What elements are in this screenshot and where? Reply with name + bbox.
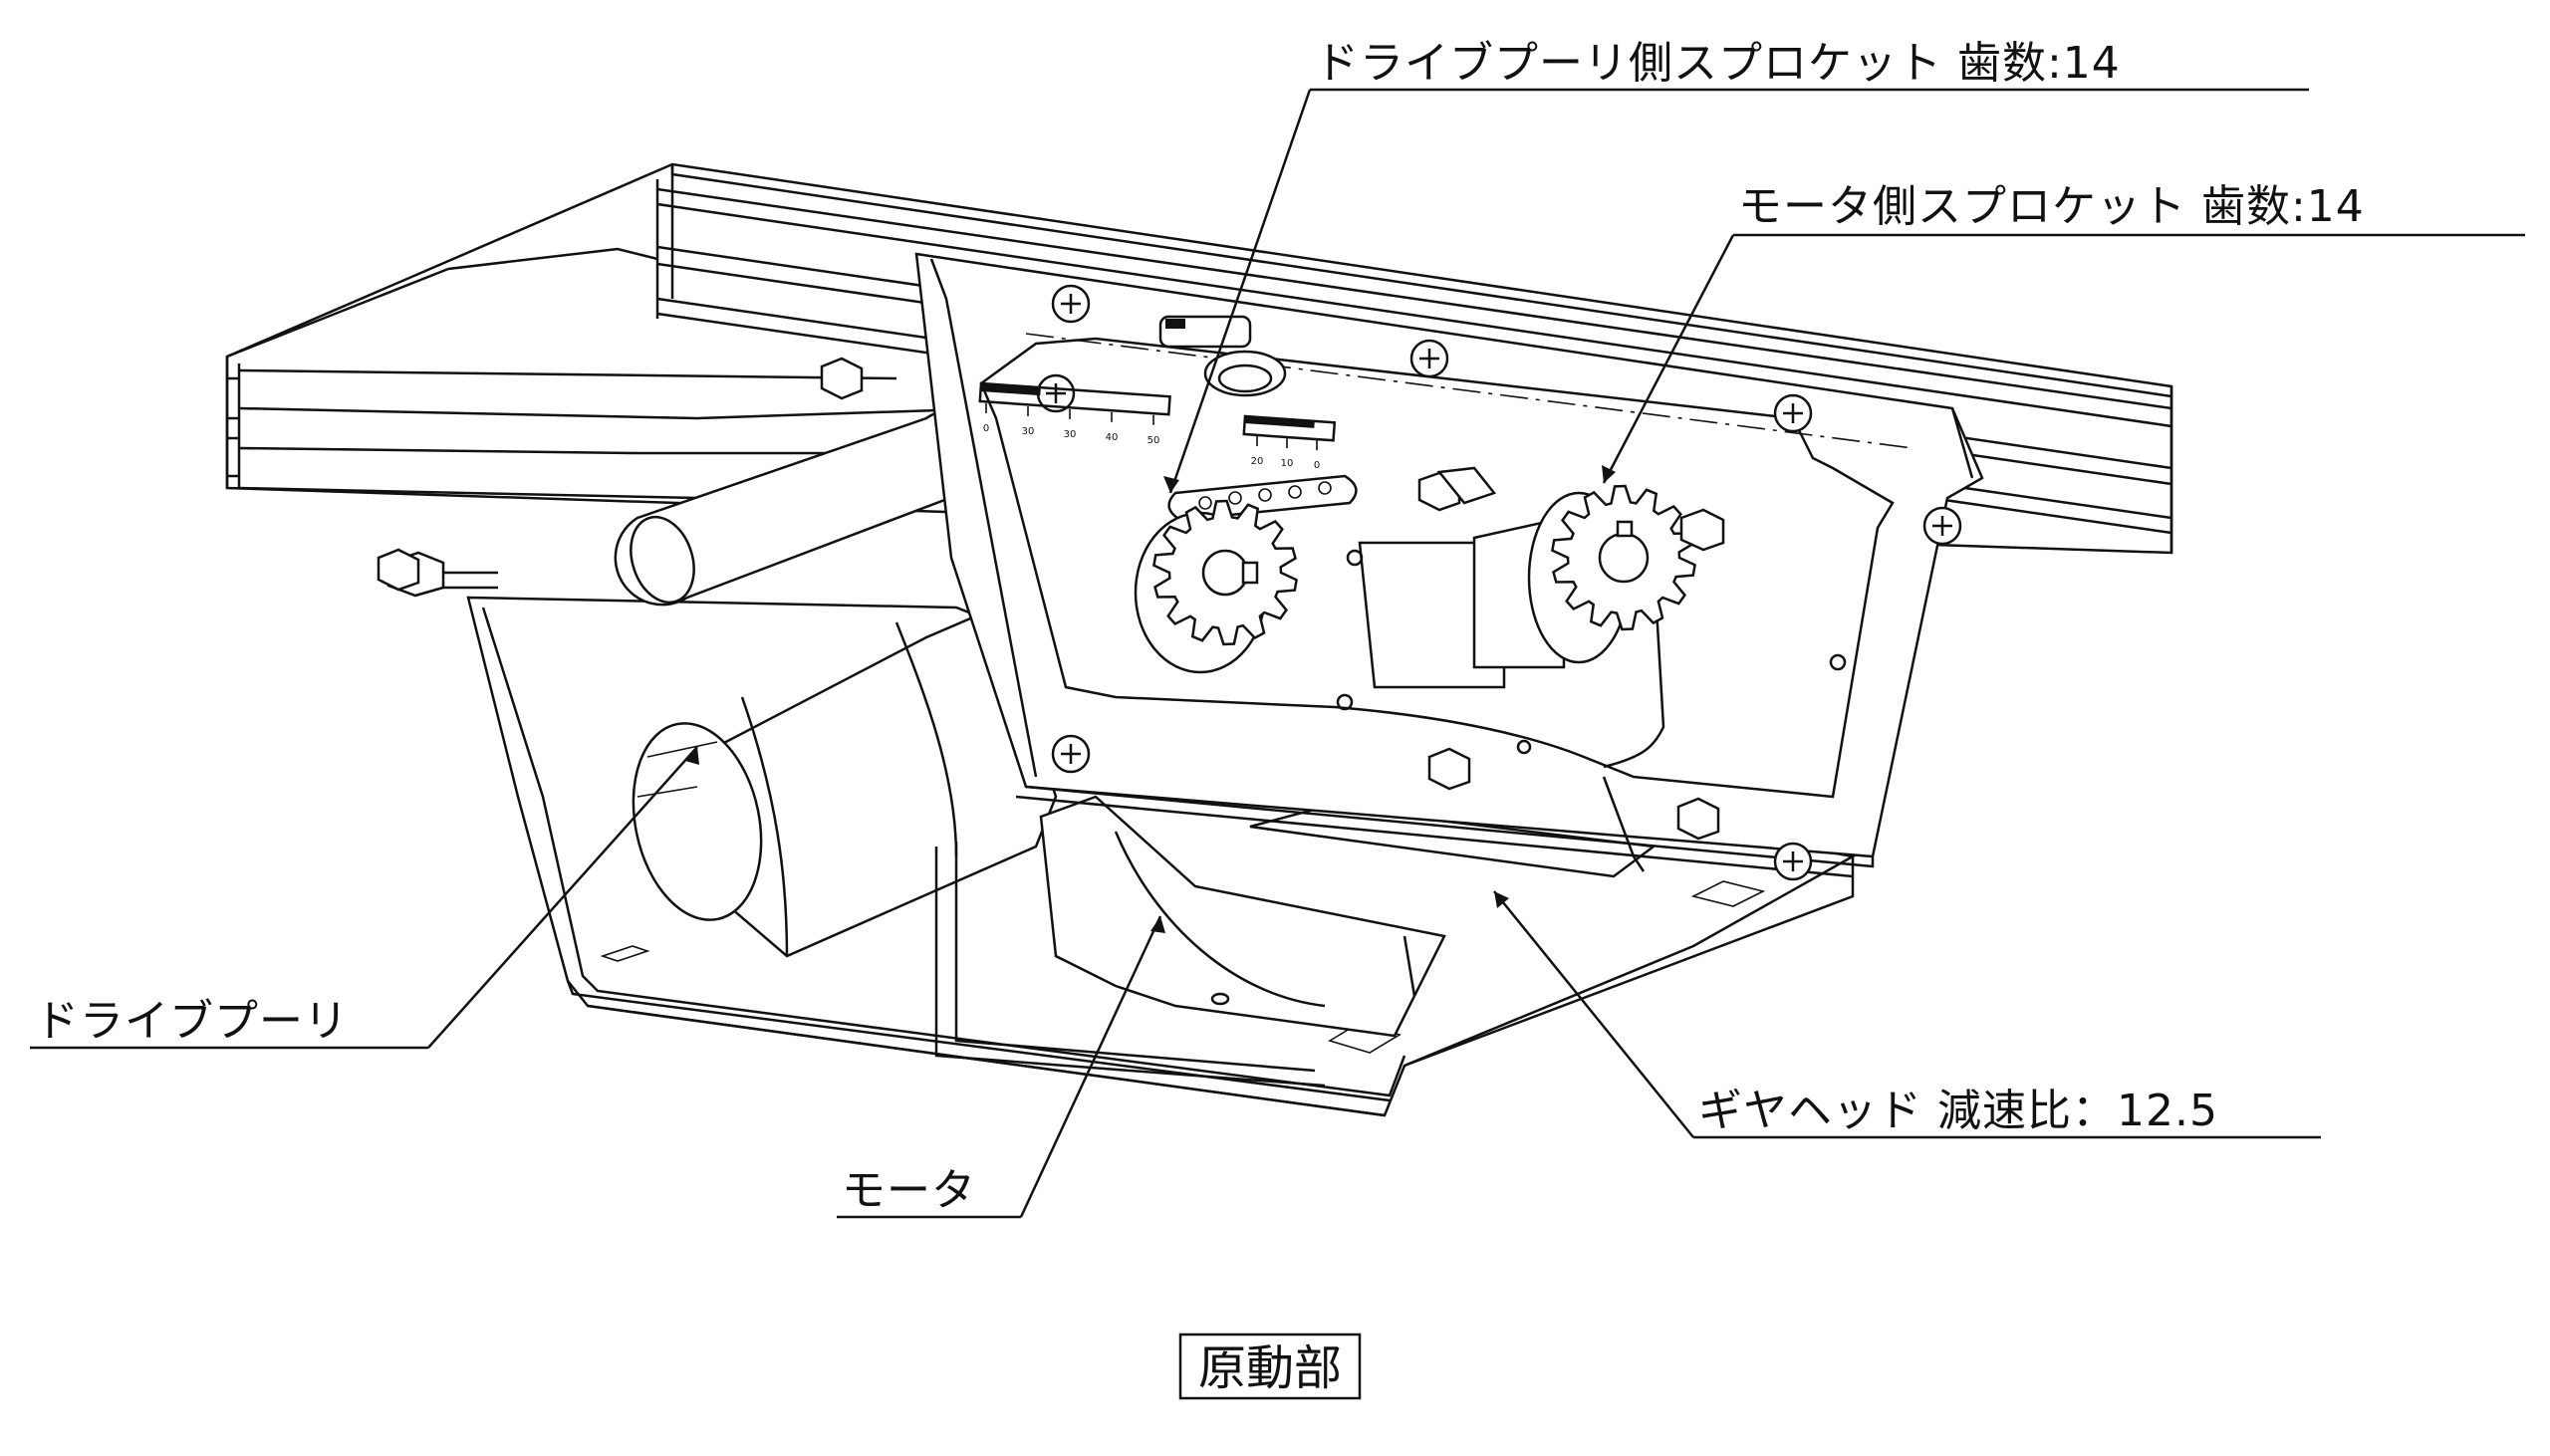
scale-left: 0 30 30 40 50 (978, 381, 1171, 446)
mounting-screws (1036, 284, 1962, 881)
screw-icon (1051, 734, 1091, 774)
drive-pulley-label: ドライブプーリ (35, 996, 349, 1047)
scale-right: 20 10 0 (1242, 414, 1337, 471)
motor-sprocket (1472, 484, 1696, 669)
motor-body (632, 606, 1058, 958)
screw-icon (1773, 842, 1813, 881)
plate-holes (1336, 549, 1847, 755)
leader-lines (30, 88, 2525, 1219)
scale-tick-label: 30 (1064, 429, 1077, 440)
scale-tick-label: 20 (1251, 456, 1264, 467)
scale-tick-label: 50 (1148, 435, 1160, 446)
scale-tick-label: 0 (983, 423, 989, 434)
scale-tick-label: 40 (1106, 432, 1119, 443)
caption-text: 原動部 (1198, 1340, 1342, 1396)
screw-icon (1773, 393, 1813, 433)
screw-icon (1922, 506, 1962, 546)
scale-tick-label: 10 (1281, 458, 1294, 469)
motor-sprocket-label: モータ側スプロケット 歯数:14 (1738, 181, 2365, 232)
hex-bolts (377, 357, 1725, 841)
screw-icon (1051, 284, 1091, 324)
figure-caption: 原動部 (1178, 1333, 1362, 1400)
side-plate (914, 252, 1984, 878)
screw-icon (1409, 339, 1449, 378)
scale-tick-label: 0 (1314, 460, 1320, 471)
drive-pulley-sprocket (1134, 499, 1298, 674)
scale-tick-label: 30 (1022, 426, 1035, 437)
screw-icon (1036, 373, 1076, 413)
gearhead-label: ギヤヘッド 減速比：12.5 (1698, 1086, 2218, 1136)
drive-pulley-sprocket-label: ドライブプーリ側スプロケット 歯数:14 (1315, 38, 2121, 89)
top-connector (1158, 315, 1287, 397)
motor-label: モータ (842, 1165, 976, 1216)
